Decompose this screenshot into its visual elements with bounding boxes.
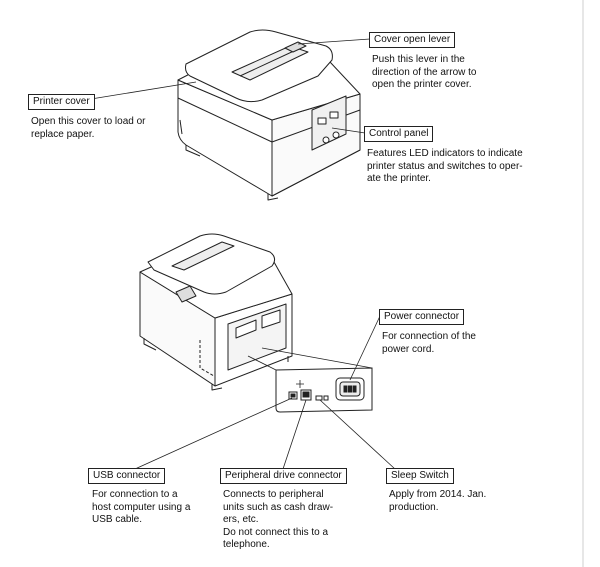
power-connector-line-2: power cord. — [382, 343, 435, 355]
control-panel-line-1: Features LED indicators to indicate — [367, 148, 523, 159]
cover-open-lever-line-1: Push this lever in the — [372, 54, 465, 65]
cover-open-lever-description: Push this lever in the direction of the … — [372, 54, 477, 92]
peripheral-drive-connector-description: Connects to peripheral units such as cas… — [223, 489, 333, 552]
sleep-switch-description: Apply from 2014. Jan. production. — [389, 489, 486, 514]
peripheral-drive-connector-label: Peripheral drive connector — [220, 468, 347, 484]
peripheral-drive-line-3: ers, etc. — [223, 514, 259, 525]
peripheral-drive-line-2: units such as cash draw- — [223, 501, 334, 513]
printer-cover-label: Printer cover — [28, 94, 95, 110]
sleep-switch-line-1: Apply from 2014. Jan. — [389, 489, 487, 500]
power-connector-description: For connection of the power cord. — [382, 331, 476, 356]
cover-open-lever-line-3: open the printer cover. — [372, 79, 472, 90]
control-panel-line-2: printer status and switches to oper- — [367, 160, 523, 172]
printer-cover-line-1: Open this cover to load or — [31, 116, 146, 127]
control-panel-label: Control panel — [364, 126, 434, 142]
connector-panel-zoom — [275, 367, 373, 413]
printer-cover-line-2: replace paper. — [31, 128, 95, 140]
sleep-switch-line-2: production. — [389, 501, 439, 513]
printer-front-view — [177, 29, 361, 201]
usb-connector-description: For connection to a host computer using … — [92, 489, 190, 527]
rear-leader-lines — [134, 315, 396, 470]
cover-open-lever-line-2: direction of the arrow to — [372, 66, 477, 78]
power-connector-label: Power connector — [379, 309, 465, 325]
peripheral-drive-line-4: Do not connect this to a — [223, 526, 329, 538]
printer-rear-view — [139, 233, 293, 391]
usb-connector-line-3: USB cable. — [92, 514, 143, 525]
peripheral-drive-line-5: telephone. — [223, 539, 270, 550]
usb-connector-line-2: host computer using a — [92, 501, 191, 513]
sleep-switch-label: Sleep Switch — [386, 468, 454, 484]
usb-connector-line-1: For connection to a — [92, 489, 178, 500]
power-connector-line-1: For connection of the — [382, 331, 476, 342]
peripheral-drive-line-1: Connects to peripheral — [223, 489, 324, 500]
control-panel-description: Features LED indicators to indicate prin… — [367, 148, 523, 186]
zoom-lines — [247, 347, 373, 371]
control-panel-line-3: ate the printer. — [367, 173, 431, 184]
printer-cover-description: Open this cover to load or replace paper… — [31, 116, 146, 141]
cover-open-lever-label: Cover open lever — [369, 32, 456, 48]
front-leader-lines — [90, 38, 371, 134]
usb-connector-label: USB connector — [88, 468, 166, 484]
